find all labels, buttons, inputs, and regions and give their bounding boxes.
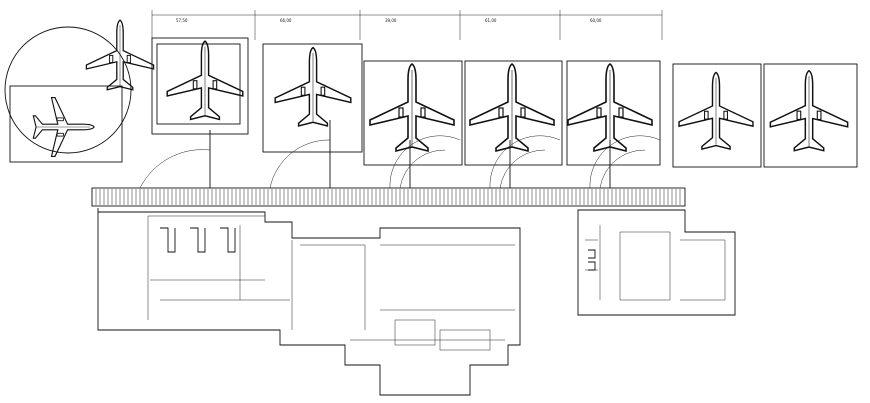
secondary-building: [577, 209, 736, 316]
dimension-label-3: 39,00: [385, 18, 397, 23]
dimension-label-4: 61,00: [485, 18, 497, 23]
airplane-icon: [469, 63, 555, 152]
turning-circle: [4, 19, 155, 163]
airplane-icon: [166, 40, 244, 121]
airplane-icon: [769, 69, 849, 152]
dimension-label-5: 60,00: [590, 18, 602, 23]
concourse: [91, 187, 686, 207]
airplane-icon: [274, 46, 352, 127]
dimension-label-1: 57,50: [176, 18, 188, 23]
airplane-icon: [369, 63, 455, 152]
airplane-icon: [678, 71, 754, 150]
airplane-icon: [567, 63, 653, 152]
airplane-icon: [85, 19, 155, 91]
terminal-building: [97, 208, 521, 396]
aircraft-stands: [139, 37, 858, 189]
dimension-line: 57,50 66,00 39,00 61,00 60,00: [151, 10, 663, 40]
dimension-label-2: 66,00: [280, 18, 292, 23]
